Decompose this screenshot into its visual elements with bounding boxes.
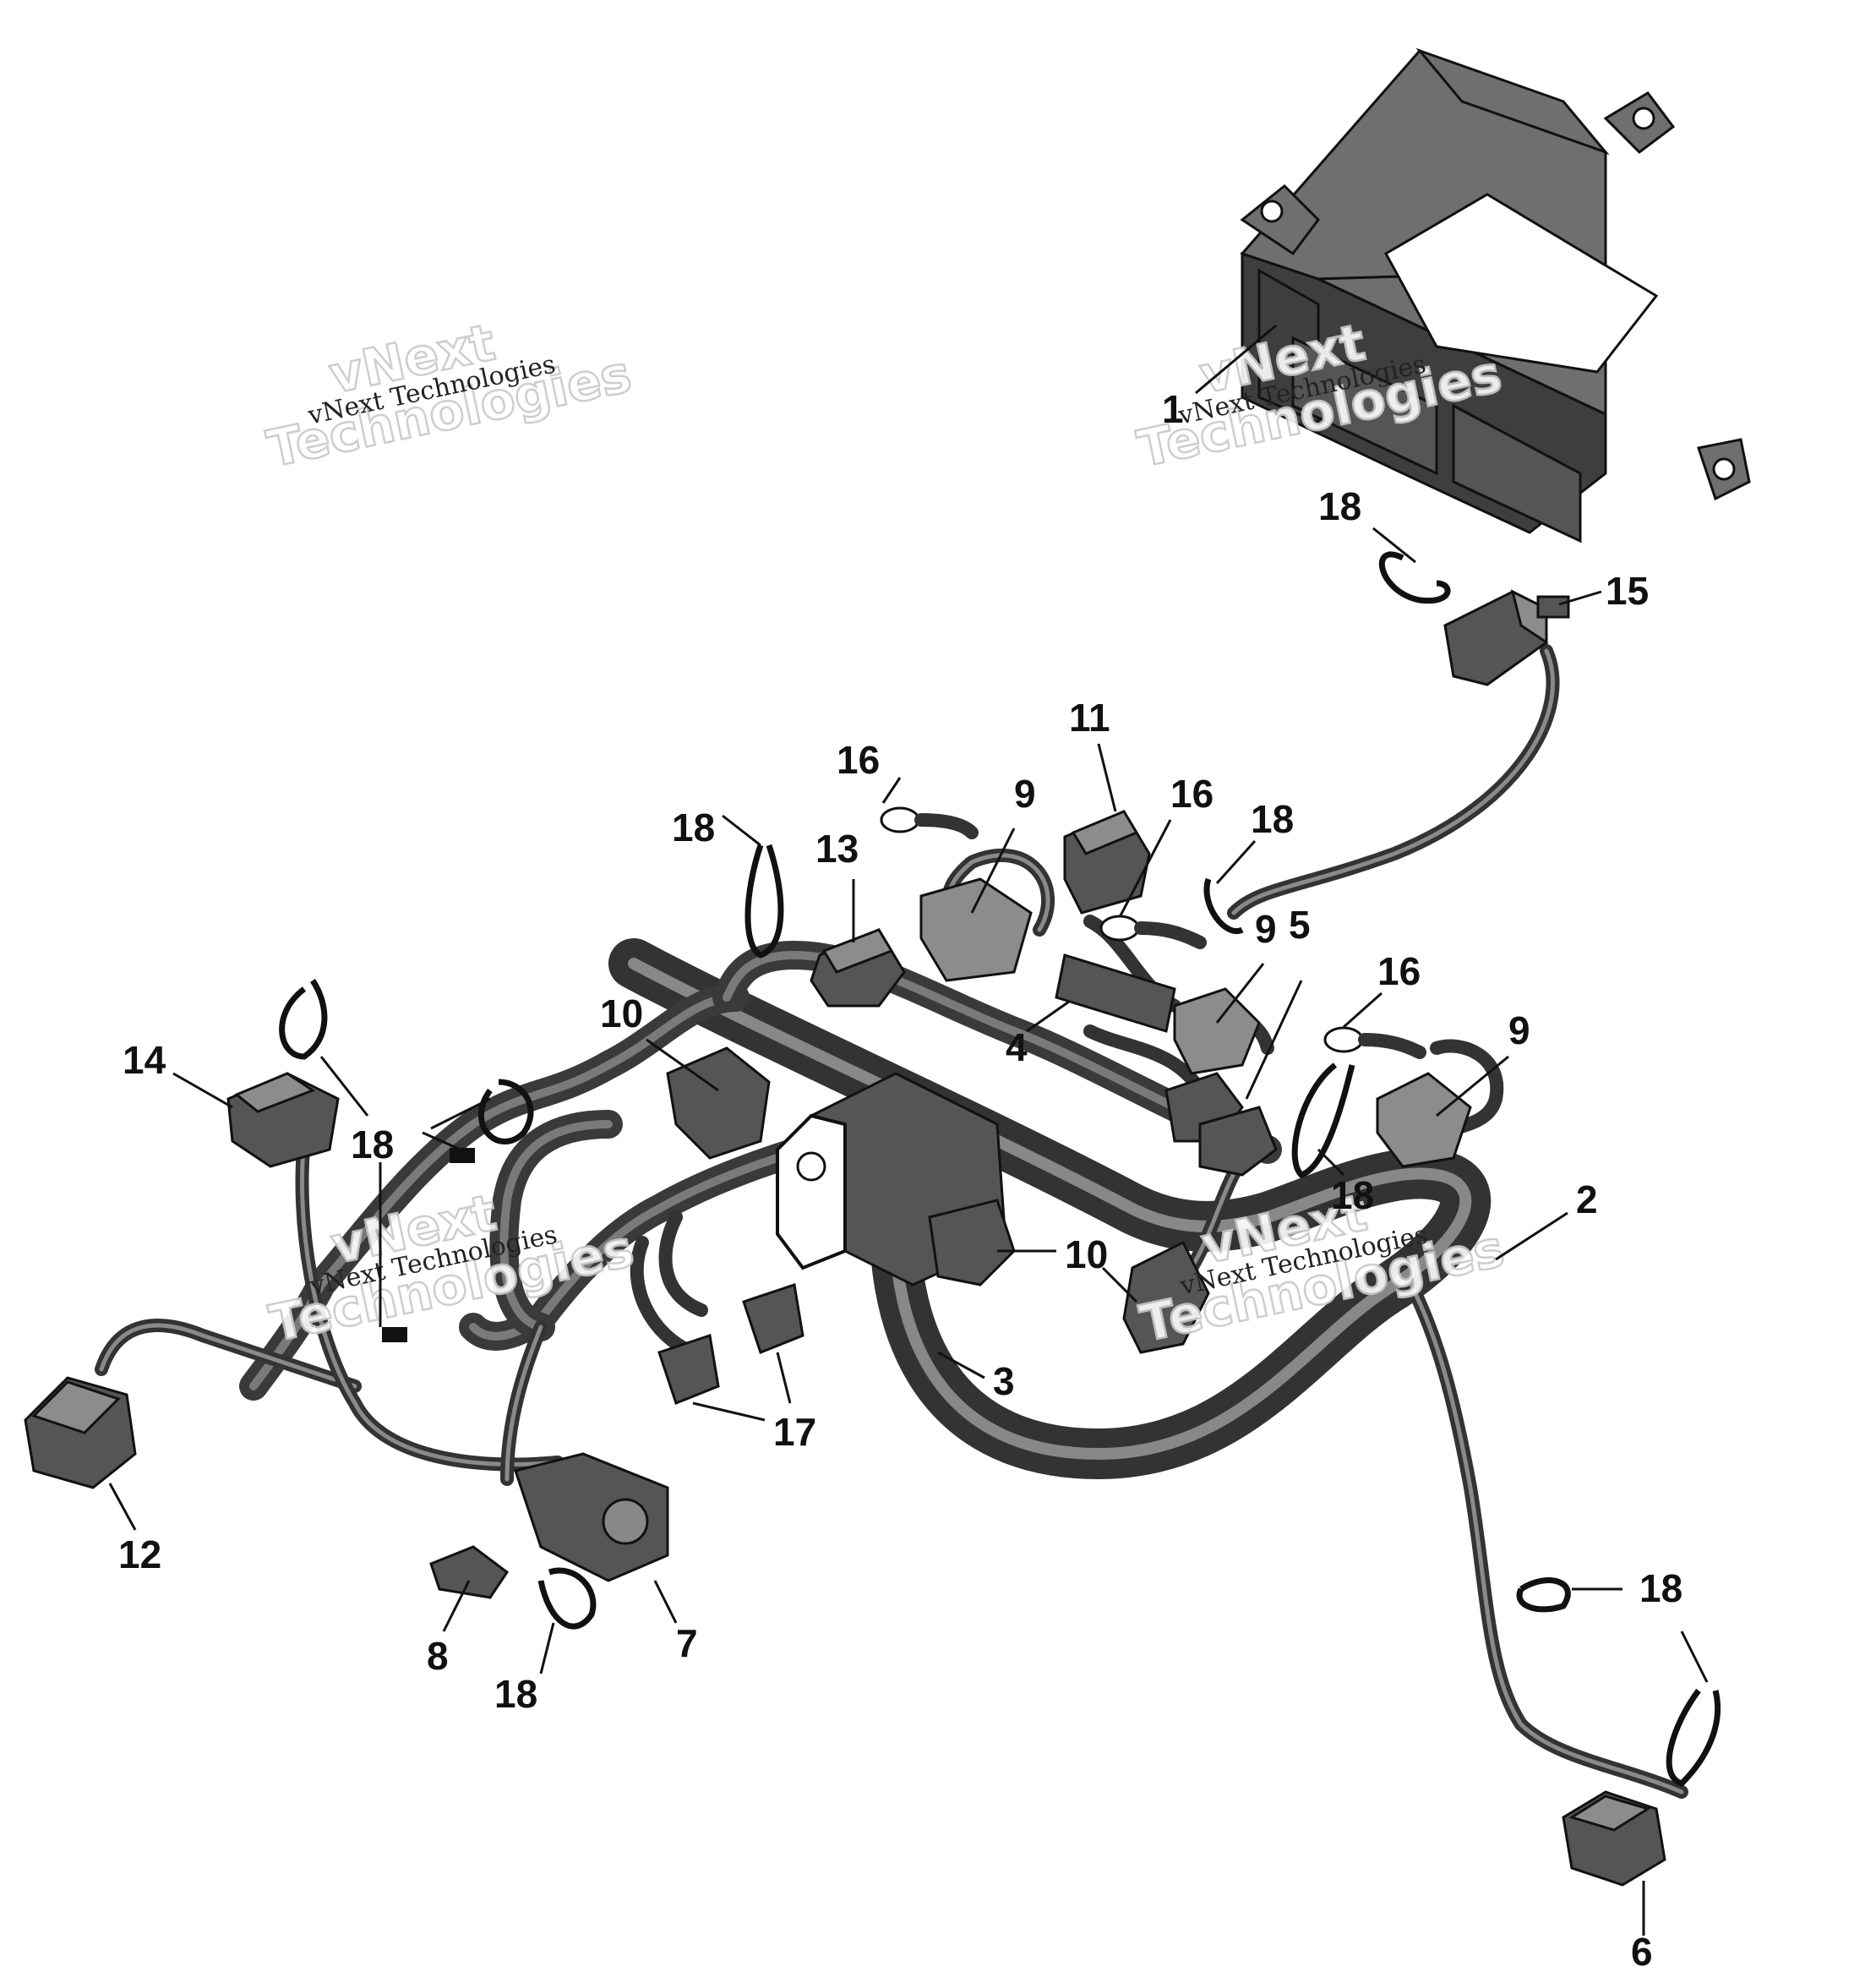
callout-18-f: 18 [494, 1672, 537, 1716]
leader-lines [108, 324, 1709, 1936]
connector-7 [514, 1452, 669, 1582]
ring-terminal-16-b [1099, 915, 1207, 949]
watermark-top-left: vNext Technologies vNext Technologies [261, 312, 637, 480]
callout-10-b: 10 [1065, 1232, 1108, 1276]
callout-12: 12 [118, 1532, 161, 1576]
callout-1: 1 [1162, 387, 1184, 431]
callout-18-c: 18 [1251, 797, 1294, 841]
callout-labels: 1 2 3 4 5 6 7 8 9 9 9 10 10 11 12 13 14 … [118, 387, 1682, 1972]
callout-18-d: 18 [351, 1123, 394, 1166]
callout-14: 14 [123, 1038, 166, 1082]
callout-8: 8 [427, 1634, 449, 1678]
callout-9-c: 9 [1508, 1008, 1530, 1052]
tube-4 [1055, 953, 1176, 1033]
callout-16-c: 16 [1377, 949, 1421, 993]
callout-2: 2 [1576, 1177, 1598, 1221]
cable-ties-18 [279, 551, 1721, 1788]
connector-12 [24, 1376, 137, 1489]
callout-18-a: 18 [1318, 484, 1361, 528]
connector-14 [226, 1072, 340, 1168]
connector-17-b [742, 1283, 804, 1354]
connector-13 [810, 928, 906, 1008]
ring-terminal-16-c [1323, 1026, 1426, 1059]
ring-terminal-16-a [880, 806, 979, 839]
connector-17-a [657, 1334, 720, 1405]
callout-16-b: 16 [1170, 772, 1213, 816]
connector-11 [1063, 810, 1151, 915]
ecu-module [1240, 47, 1751, 544]
callout-17: 17 [773, 1410, 816, 1454]
callout-11: 11 [1069, 696, 1110, 740]
callout-18-b: 18 [672, 806, 715, 849]
callout-18-e: 18 [1331, 1173, 1374, 1217]
callout-10-a: 10 [600, 991, 643, 1035]
callout-4: 4 [1006, 1025, 1028, 1069]
callout-7: 7 [676, 1621, 698, 1665]
connector-10-a [666, 1046, 771, 1160]
callout-9-b: 9 [1255, 907, 1277, 951]
module-3 [776, 1072, 1016, 1286]
connector-6 [1562, 1790, 1666, 1887]
connector-9-c [1376, 1072, 1472, 1168]
callout-3: 3 [993, 1359, 1015, 1403]
callout-18-g: 18 [1639, 1566, 1682, 1610]
callout-9-a: 9 [1014, 772, 1036, 816]
callout-16-a: 16 [837, 738, 880, 782]
callout-6: 6 [1631, 1930, 1653, 1972]
connector-10-b [1122, 1240, 1210, 1354]
callout-13: 13 [815, 827, 859, 871]
callout-15: 15 [1606, 569, 1649, 613]
connector-9-a [919, 877, 1033, 982]
callout-5: 5 [1289, 903, 1311, 947]
connector-5 [1164, 1072, 1278, 1177]
connector-9-b [1173, 987, 1261, 1075]
bracket-8 [429, 1545, 510, 1599]
connector-15 [1443, 589, 1570, 686]
